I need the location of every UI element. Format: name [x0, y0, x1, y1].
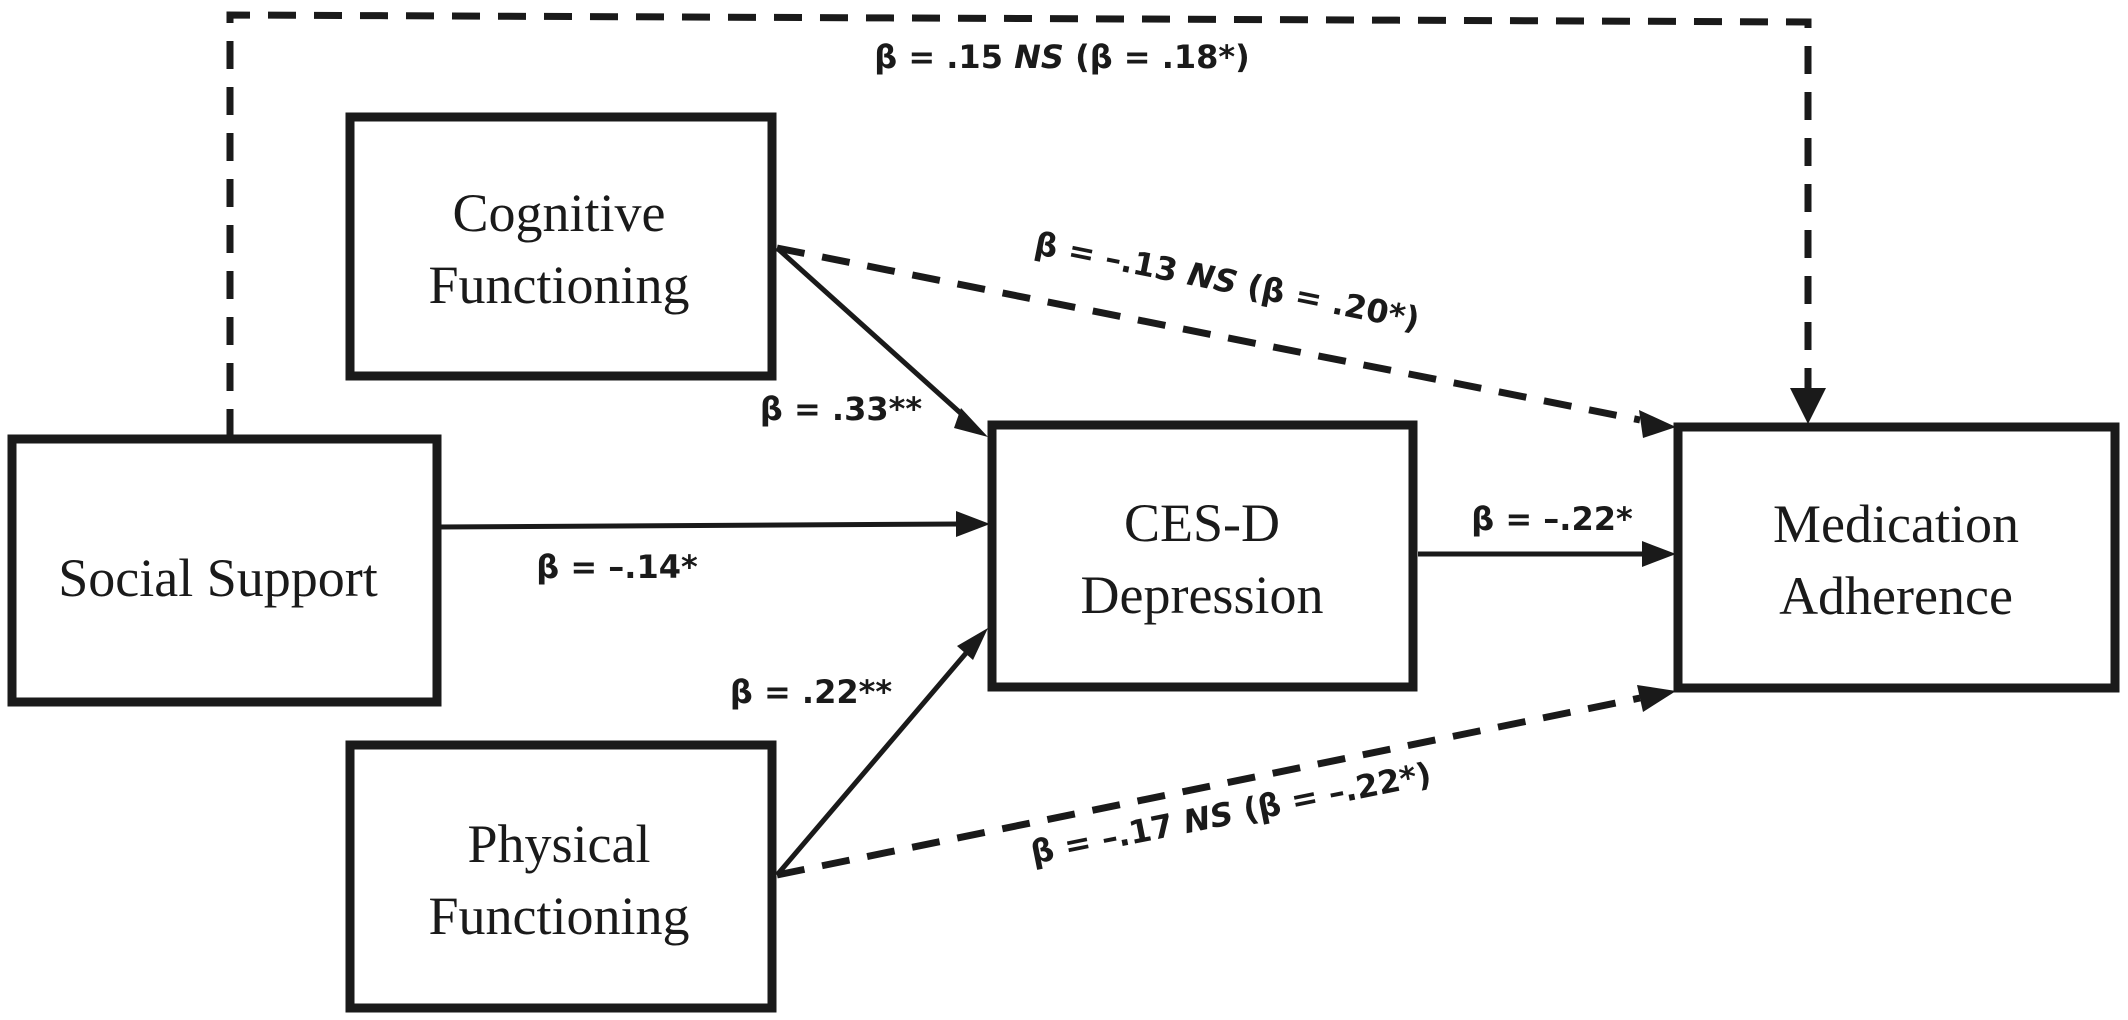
arrowhead-social-to-adherence [1790, 388, 1826, 424]
label-cesd-to-adherence: β = –.22* [1471, 500, 1633, 538]
node-cesd-label-line1: CES-D [1124, 493, 1280, 553]
label-social-to-cesd: β = –.14* [536, 548, 698, 586]
node-cognitive-functioning: Cognitive Functioning [345, 112, 777, 381]
edge-cognitive-to-cesd [775, 246, 968, 420]
edge-physical-to-cesd [775, 650, 969, 877]
node-medication-adherence: Medication Adherence [1673, 422, 2120, 693]
edge-physical-to-adherence [776, 694, 1641, 879]
edge-cognitive-to-adherence [776, 244, 1641, 424]
label-physical-to-adherence-pre: β = –.17 [1027, 804, 1187, 872]
node-cesd-depression: CES-D Depression [987, 420, 1418, 692]
label-cognitive-to-adherence-post: (β = .20*) [1233, 265, 1423, 339]
node-physical-functioning: Physical Functioning [345, 740, 777, 1013]
node-social-support-label: Social Support [58, 548, 378, 608]
edge-social-to-adherence [226, 11, 1812, 437]
node-adherence-label-line2: Adherence [1779, 566, 2013, 626]
label-social-to-adherence-post: (β = .18*) [1064, 38, 1250, 76]
arrowhead-physical-to-adherence [1637, 685, 1676, 712]
label-physical-to-adherence-post: (β = –.22*) [1229, 755, 1434, 832]
label-cognitive-to-adherence-pre: β = –.13 [1031, 224, 1191, 292]
label-cognitive-to-adherence: β = –.13 NS (β = .20*) [1031, 224, 1422, 338]
label-physical-to-cesd: β = .22** [730, 673, 892, 711]
label-physical-to-adherence: β = –.17 NS (β = –.22*) [1027, 755, 1434, 872]
arrowhead-cesd-to-adherence [1642, 541, 1676, 567]
arrowhead-cognitive-to-cesd [954, 408, 988, 437]
edge-social-to-cesd [436, 521, 961, 530]
node-social-support: Social Support [7, 434, 442, 707]
node-physical-label-line2: Functioning [428, 886, 689, 946]
label-cognitive-to-adherence-ns: NS [1184, 255, 1240, 302]
label-social-to-adherence-pre: β = .15 [874, 38, 1014, 76]
label-physical-to-adherence-ns: NS [1180, 794, 1236, 841]
node-adherence-label-line1: Medication [1773, 494, 2019, 554]
node-cognitive-label-line2: Functioning [428, 255, 689, 315]
node-physical-label-line1: Physical [468, 814, 651, 874]
node-cognitive-label-line1: Cognitive [453, 183, 666, 243]
node-cesd-label-line2: Depression [1081, 565, 1324, 625]
label-social-to-adherence-ns: NS [1014, 38, 1064, 76]
arrowhead-cognitive-to-adherence [1639, 410, 1676, 438]
arrowhead-physical-to-cesd [957, 628, 988, 660]
label-cognitive-to-cesd: β = .33** [760, 390, 922, 428]
arrowhead-social-to-cesd [956, 511, 990, 537]
label-social-to-adherence: β = .15 NS (β = .18*) [874, 38, 1249, 76]
